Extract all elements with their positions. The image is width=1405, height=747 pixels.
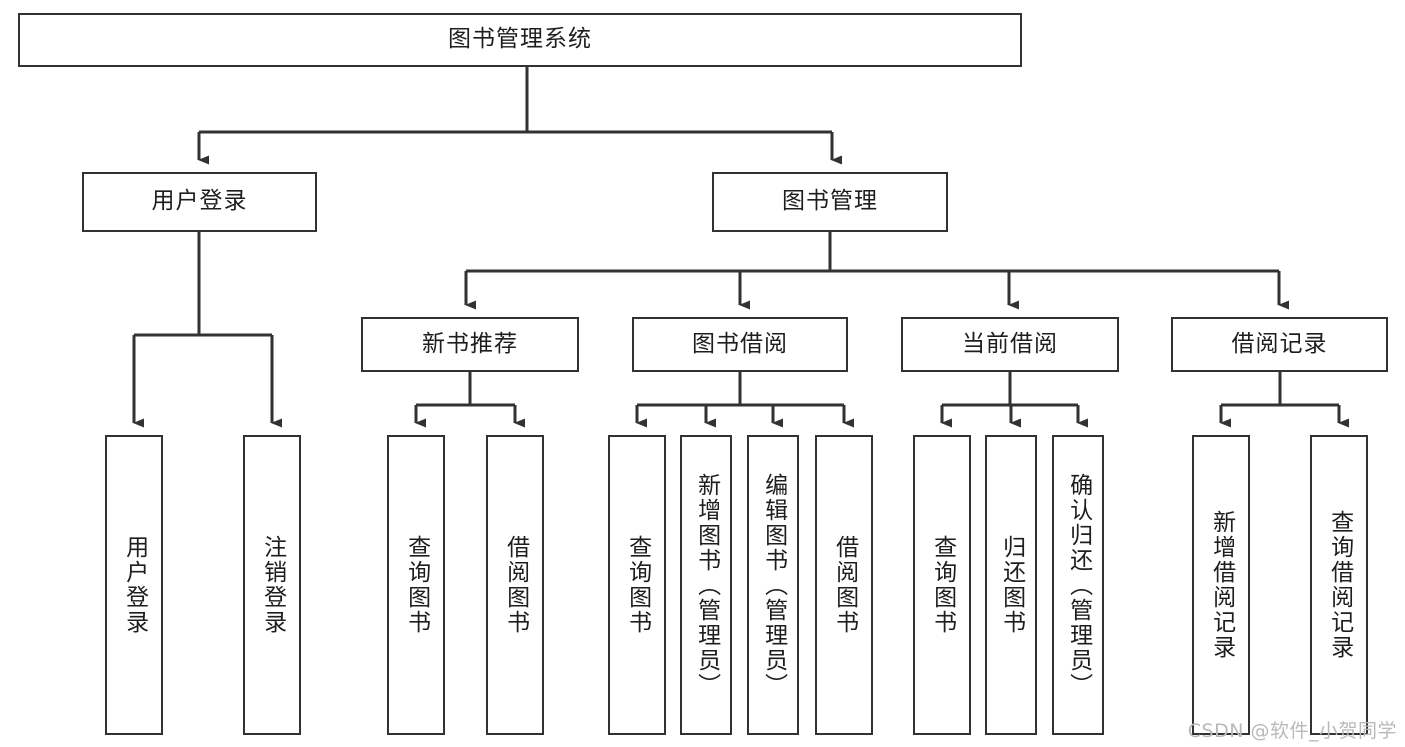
node-user-login-label: 用户登录 — [151, 188, 248, 215]
node-leaf-add-book-admin[interactable]: 新增图书（管理员） — [680, 435, 732, 735]
node-book-borrow-label: 图书借阅 — [692, 330, 788, 357]
node-book-manage-label: 图书管理 — [782, 188, 878, 215]
node-leaf-query-book-borrow-label: 查询图书 — [624, 535, 651, 635]
node-leaf-return-book-label: 归还图书 — [998, 535, 1025, 635]
node-leaf-borrow-book-rec-label: 借阅图书 — [502, 535, 529, 635]
node-leaf-confirm-return-admin-label: 确认归还（管理员） — [1065, 472, 1092, 698]
node-leaf-user-login[interactable]: 用户登录 — [105, 435, 163, 735]
node-leaf-logout[interactable]: 注销登录 — [243, 435, 301, 735]
node-leaf-query-book-current-label: 查询图书 — [929, 535, 956, 635]
node-borrow-record[interactable]: 借阅记录 — [1171, 317, 1388, 372]
node-root-label: 图书管理系统 — [448, 26, 592, 53]
node-leaf-query-book-borrow[interactable]: 查询图书 — [608, 435, 666, 735]
node-new-book-recommend[interactable]: 新书推荐 — [361, 317, 579, 372]
node-leaf-edit-book-admin[interactable]: 编辑图书（管理员） — [747, 435, 799, 735]
node-leaf-query-book-rec-label: 查询图书 — [403, 535, 430, 635]
node-leaf-query-borrow-record-label: 查询借阅记录 — [1326, 510, 1353, 660]
node-leaf-query-borrow-record[interactable]: 查询借阅记录 — [1310, 435, 1368, 735]
node-leaf-borrow-book-rec[interactable]: 借阅图书 — [486, 435, 544, 735]
node-borrow-record-label: 借阅记录 — [1231, 330, 1328, 357]
node-leaf-edit-book-admin-label: 编辑图书（管理员） — [760, 472, 787, 698]
node-leaf-borrow-book[interactable]: 借阅图书 — [815, 435, 873, 735]
node-user-login[interactable]: 用户登录 — [82, 172, 317, 232]
node-root[interactable]: 图书管理系统 — [18, 13, 1022, 67]
node-book-borrow[interactable]: 图书借阅 — [632, 317, 848, 372]
node-leaf-confirm-return-admin[interactable]: 确认归还（管理员） — [1052, 435, 1104, 735]
node-leaf-query-book-rec[interactable]: 查询图书 — [387, 435, 445, 735]
node-current-borrow[interactable]: 当前借阅 — [901, 317, 1119, 372]
node-leaf-add-borrow-record[interactable]: 新增借阅记录 — [1192, 435, 1250, 735]
node-leaf-user-login-label: 用户登录 — [121, 535, 148, 635]
node-leaf-query-book-current[interactable]: 查询图书 — [913, 435, 971, 735]
node-leaf-logout-label: 注销登录 — [259, 535, 286, 635]
node-leaf-return-book[interactable]: 归还图书 — [985, 435, 1037, 735]
node-new-book-recommend-label: 新书推荐 — [422, 330, 518, 357]
node-leaf-borrow-book-label: 借阅图书 — [831, 535, 858, 635]
node-book-manage[interactable]: 图书管理 — [712, 172, 948, 232]
node-current-borrow-label: 当前借阅 — [962, 330, 1058, 357]
node-leaf-add-book-admin-label: 新增图书（管理员） — [693, 472, 720, 698]
node-leaf-add-borrow-record-label: 新增借阅记录 — [1208, 510, 1235, 660]
